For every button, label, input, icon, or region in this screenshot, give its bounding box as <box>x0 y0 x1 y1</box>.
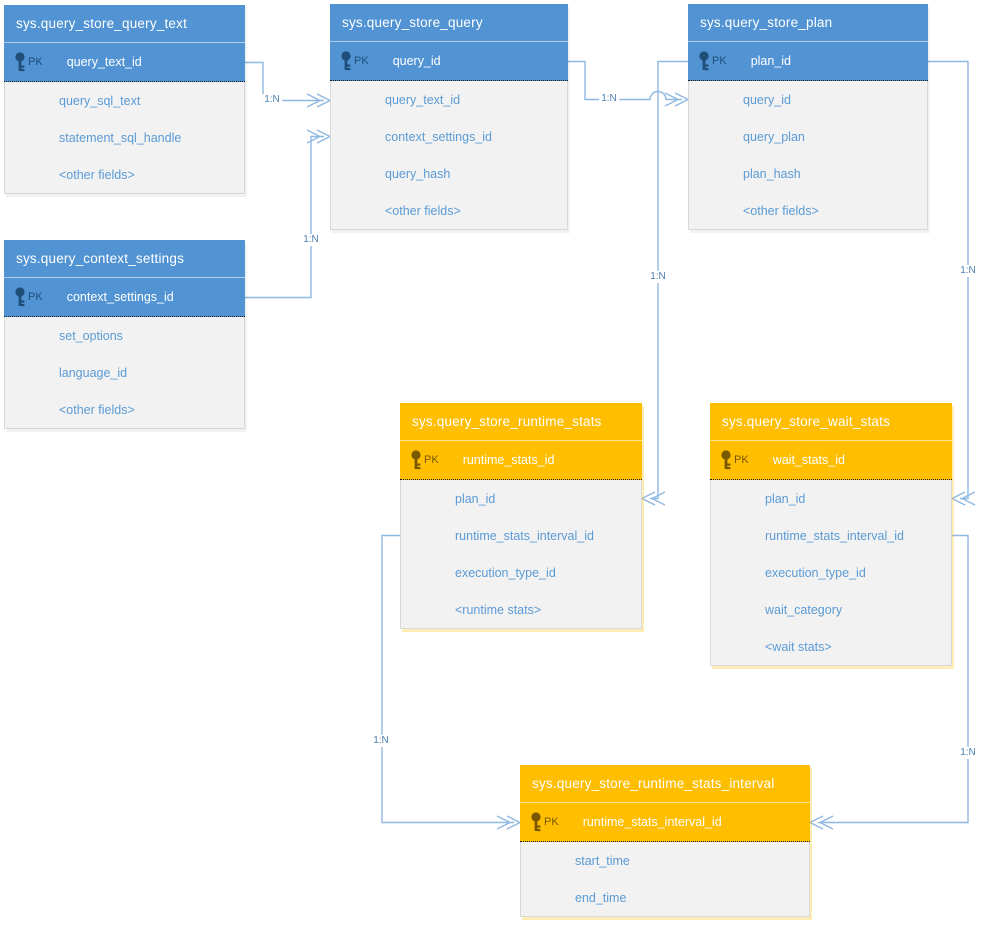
primary-key-icon <box>15 51 25 71</box>
field-list: set_options language_id <other fields> <box>4 317 245 429</box>
field-row: execution_type_id <box>765 565 866 580</box>
pk-field-name: query_text_id <box>66 55 142 69</box>
table-title: sys.query_store_plan <box>688 4 928 42</box>
primary-key-icon <box>531 811 541 831</box>
connector-waitstats-interval <box>818 534 969 824</box>
pk-field-name: plan_id <box>750 54 792 68</box>
primary-key-row: PK runtime_stats_id <box>400 441 642 480</box>
primary-key-icon <box>341 50 351 70</box>
field-list: plan_id runtime_stats_interval_id execut… <box>400 480 642 629</box>
pk-tag: PK <box>734 454 749 466</box>
connector-plan-waitstats <box>928 60 969 500</box>
field-row: plan_hash <box>743 166 801 181</box>
field-row: query_id <box>743 92 791 107</box>
entity-table-query-store-query: sys.query_store_query PK query_id query_… <box>330 4 568 230</box>
primary-key-row: PK context_settings_id <box>4 278 245 317</box>
primary-key-row: PK query_id <box>330 42 568 81</box>
pk-tag: PK <box>424 454 439 466</box>
pk-field-name: query_id <box>392 54 441 68</box>
pk-tag: PK <box>544 816 559 828</box>
field-row: language_id <box>59 365 128 380</box>
primary-key-icon <box>699 50 709 70</box>
table-title: sys.query_context_settings <box>4 240 245 278</box>
field-row: set_options <box>59 328 123 343</box>
pk-field-name: runtime_stats_id <box>462 453 555 467</box>
pk-field-name: context_settings_id <box>66 290 174 304</box>
field-row: runtime_stats_interval_id <box>455 528 594 543</box>
relationship-cardinality-label: 1:N <box>648 271 668 283</box>
entity-table-query-store-query-text: sys.query_store_query_text PK query_text… <box>4 5 245 194</box>
arrow-many-icon <box>808 815 834 830</box>
field-row: <other fields> <box>59 167 135 182</box>
field-row: context_settings_id <box>385 129 493 144</box>
field-list: query_text_id context_settings_id query_… <box>330 81 568 230</box>
field-row: <wait stats> <box>765 639 832 654</box>
field-row: query_sql_text <box>59 93 141 108</box>
field-row: plan_id <box>455 491 496 506</box>
entity-table-query-store-runtime-stats-interval: sys.query_store_runtime_stats_interval P… <box>520 765 810 917</box>
pk-field-name: runtime_stats_interval_id <box>582 815 722 829</box>
field-list: start_time end_time <box>520 842 810 917</box>
primary-key-row: PK runtime_stats_interval_id <box>520 803 810 842</box>
arrow-many-icon <box>640 491 666 506</box>
connector-runtimestats-interval <box>381 534 514 824</box>
entity-table-query-store-plan: sys.query_store_plan PK plan_id query_id… <box>688 4 928 230</box>
field-row: <other fields> <box>385 203 461 218</box>
primary-key-row: PK plan_id <box>688 42 928 81</box>
field-row: wait_category <box>765 602 843 617</box>
field-row: query_plan <box>743 129 805 144</box>
field-row: plan_id <box>765 491 806 506</box>
pk-tag: PK <box>354 55 369 67</box>
pk-tag: PK <box>28 291 43 303</box>
pk-tag: PK <box>28 56 43 68</box>
arrow-many-icon <box>950 491 976 506</box>
table-title: sys.query_store_wait_stats <box>710 403 952 441</box>
field-row: execution_type_id <box>455 565 556 580</box>
table-title: sys.query_store_runtime_stats <box>400 403 642 441</box>
field-row: <runtime stats> <box>455 602 542 617</box>
primary-key-icon <box>15 286 25 306</box>
primary-key-icon <box>411 449 421 469</box>
table-title: sys.query_store_query_text <box>4 5 245 43</box>
primary-key-row: PK wait_stats_id <box>710 441 952 480</box>
primary-key-row: PK query_text_id <box>4 43 245 82</box>
field-row: start_time <box>575 853 630 868</box>
field-row: <other fields> <box>59 402 135 417</box>
entity-table-query-store-wait-stats: sys.query_store_wait_stats PK wait_stats… <box>710 403 952 666</box>
primary-key-icon <box>721 449 731 469</box>
field-row: query_hash <box>385 166 451 181</box>
relationship-cardinality-label: 1:N <box>958 265 978 277</box>
pk-field-name: wait_stats_id <box>772 453 845 467</box>
field-list: query_id query_plan plan_hash <other fie… <box>688 81 928 230</box>
relationship-cardinality-label: 1:N <box>371 735 391 747</box>
connector-querytext-query <box>245 61 324 102</box>
relationship-cardinality-label: 1:N <box>958 747 978 759</box>
relationship-cardinality-label: 1:N <box>262 94 282 106</box>
relationship-cardinality-label: 1:N <box>301 234 321 246</box>
entity-table-query-context-settings: sys.query_context_settings PK context_se… <box>4 240 245 429</box>
entity-table-query-store-runtime-stats: sys.query_store_runtime_stats PK runtime… <box>400 403 642 629</box>
field-row: <other fields> <box>743 203 819 218</box>
connector-contextsettings-query <box>245 135 324 299</box>
field-row: end_time <box>575 890 627 905</box>
field-list: plan_id runtime_stats_interval_id execut… <box>710 480 952 666</box>
field-row: runtime_stats_interval_id <box>765 528 904 543</box>
field-row: query_text_id <box>385 92 461 107</box>
connector-query-plan <box>568 60 682 101</box>
field-list: query_sql_text statement_sql_handle <oth… <box>4 82 245 194</box>
table-title: sys.query_store_query <box>330 4 568 42</box>
table-title: sys.query_store_runtime_stats_interval <box>520 765 810 803</box>
field-row: statement_sql_handle <box>59 130 182 145</box>
pk-tag: PK <box>712 55 727 67</box>
relationship-cardinality-label: 1:N <box>599 93 619 105</box>
